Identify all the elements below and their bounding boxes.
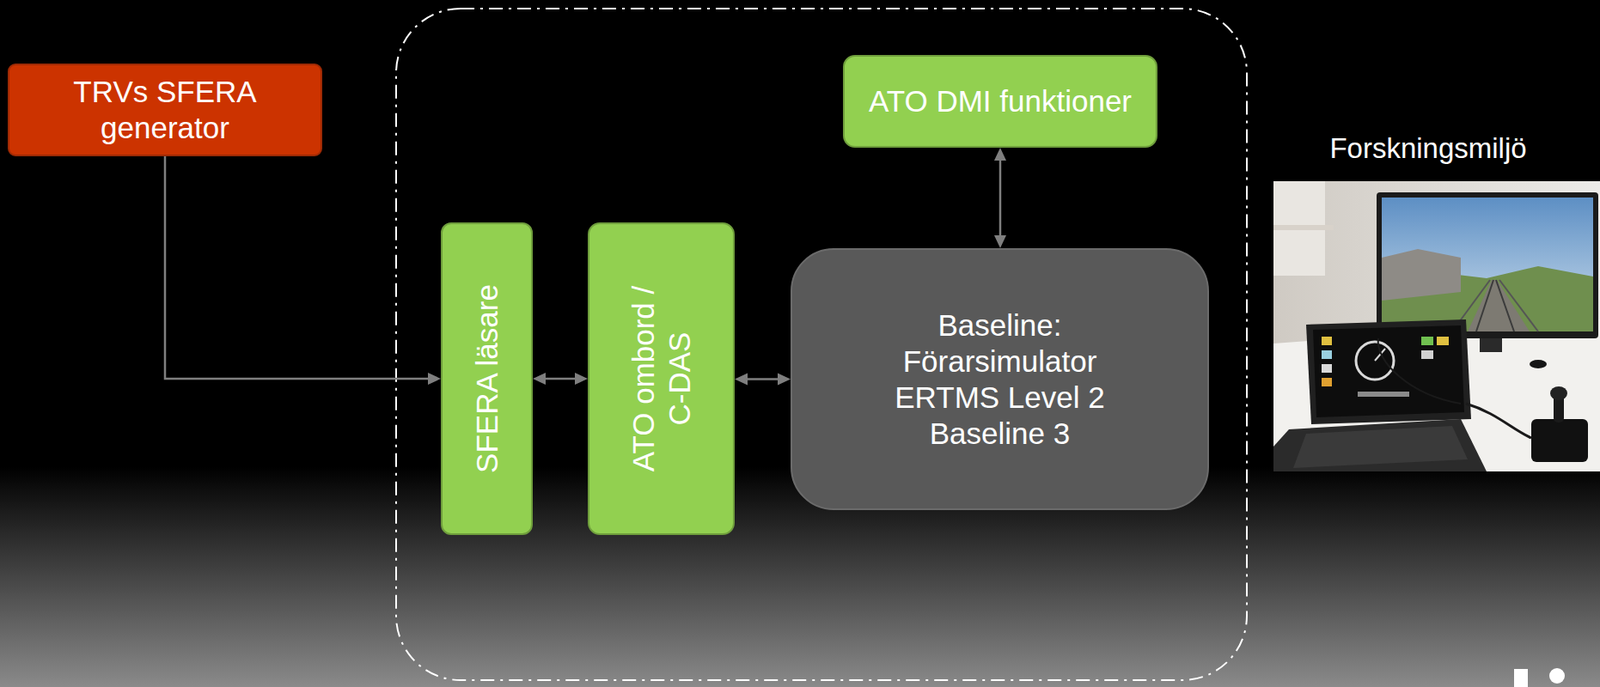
box-label: ATO ombord / C-DAS (625, 267, 698, 491)
reader-box: SFERA läsare (440, 222, 533, 536)
connector-arrow (164, 156, 441, 385)
box-label: ATO DMI funktioner (854, 83, 1147, 120)
box-label: Baseline: Förarsimulator ERTMS Level 2 B… (890, 307, 1110, 452)
connector-line (543, 378, 577, 381)
connector-arrow (994, 147, 1007, 249)
dmi-box: ATO DMI funktioner (842, 54, 1158, 148)
arrow-head (574, 372, 588, 385)
research-photo (1273, 181, 1600, 472)
arrow-head (994, 235, 1007, 249)
arrow-head (777, 373, 791, 386)
arrow-head (734, 373, 748, 386)
arrow-head (532, 372, 546, 385)
arrow-head (427, 372, 441, 385)
logo-fragment (1514, 668, 1565, 687)
onboard-box: ATO ombord / C-DAS (587, 222, 735, 536)
system-boundary (396, 8, 1247, 681)
source-system-box: TRVs SFERA generator (7, 63, 323, 157)
box-label: SFERA läsare (469, 250, 506, 508)
connector-line (999, 158, 1002, 238)
connector-arrow (532, 372, 588, 385)
connector-line (164, 156, 430, 379)
photo-caption: Forskningsmiljö (1264, 130, 1592, 167)
connector-line (745, 378, 780, 381)
arrow-head (994, 147, 1007, 161)
simulator-box: Baseline: Förarsimulator ERTMS Level 2 B… (790, 248, 1210, 511)
connector-arrow (734, 373, 791, 386)
box-label: TRVs SFERA generator (36, 73, 294, 147)
